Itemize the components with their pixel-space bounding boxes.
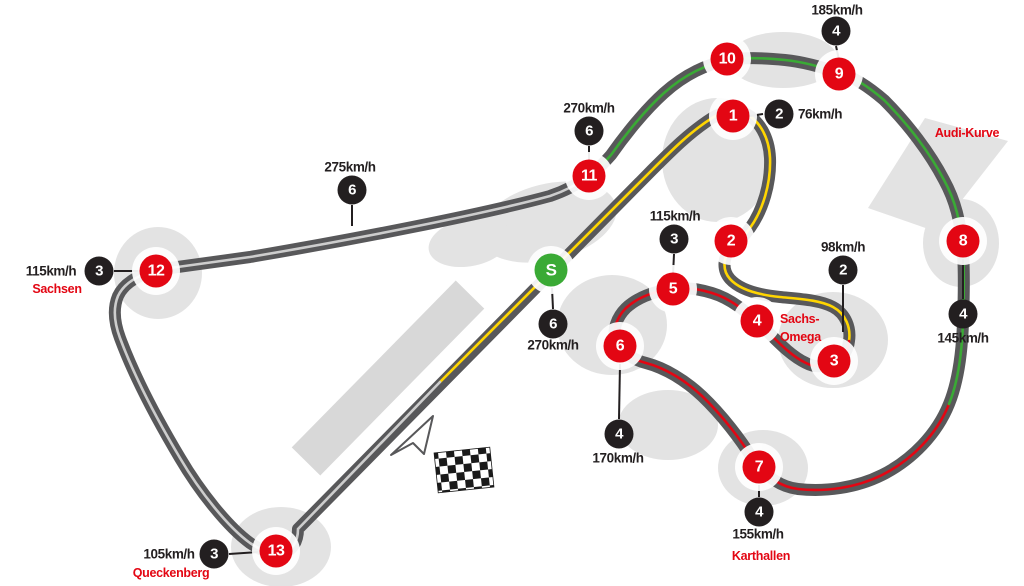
corner-marker-6: 6 (603, 329, 637, 363)
speed-label-t12: 115km/h (25, 263, 77, 279)
pit-paddock-area (291, 280, 485, 476)
speed-label-finish-straight: 270km/h (527, 337, 579, 353)
start-finish-marker: S (534, 253, 568, 287)
checkered-flag-icon (433, 446, 495, 494)
corner-marker-5: 5 (656, 272, 690, 306)
corner-marker-11: 11 (572, 159, 606, 193)
speed-label-t13: 105km/h (143, 546, 195, 562)
speed-label-t1: 76km/h (797, 106, 843, 122)
corner-name-omega-line2: Omega (780, 330, 821, 344)
speed-label-back-straight: 275km/h (324, 159, 376, 175)
gear-marker-t5: 3 (659, 224, 689, 254)
direction-arrow-icon (390, 415, 434, 456)
corner-marker-1: 1 (716, 99, 750, 133)
corner-marker-10: 10 (710, 42, 744, 76)
runoff-areas (114, 32, 1008, 586)
gear-marker-t1: 2 (764, 99, 794, 129)
corner-name-sachsen: Sachsen (32, 282, 82, 296)
speed-label-t2: 98km/h (820, 239, 866, 255)
corner-marker-3: 3 (817, 344, 851, 378)
gear-marker-t8: 4 (948, 299, 978, 329)
corner-name-karthallen: Karthallen (731, 549, 791, 563)
corner-marker-13: 13 (259, 534, 293, 568)
race-track (108, 52, 970, 560)
corner-name-omega-line1: Sachs- (780, 312, 820, 326)
gear-marker-t2: 2 (828, 255, 858, 285)
corner-marker-2: 2 (714, 224, 748, 258)
gear-marker-t9: 4 (821, 16, 851, 46)
speed-label-t9: 185km/h (811, 2, 863, 18)
gear-marker-t7: 4 (744, 497, 774, 527)
corner-marker-8: 8 (946, 224, 980, 258)
gear-marker-t13: 3 (199, 539, 229, 569)
corner-marker-12: 12 (139, 254, 173, 288)
corner-name-queckenberg: Queckenberg (132, 566, 210, 580)
gear-marker-t6: 4 (604, 419, 634, 449)
gear-marker-t11: 6 (574, 116, 604, 146)
runoff-turn6 (618, 390, 718, 460)
gear-marker-finish-straight: 6 (538, 309, 568, 339)
corner-marker-4: 4 (740, 304, 774, 338)
speed-label-t8: 145km/h (937, 330, 989, 346)
speed-label-t11: 270km/h (563, 100, 615, 116)
gear-marker-back-straight: 6 (337, 175, 367, 205)
speed-label-t5: 115km/h (649, 208, 701, 224)
speed-label-t7: 155km/h (732, 526, 784, 542)
corner-marker-9: 9 (822, 57, 856, 91)
gear-marker-t12: 3 (84, 256, 114, 286)
speed-label-t6: 170km/h (592, 450, 644, 466)
runoff-start-area (428, 216, 512, 268)
corner-name-audi-kurve: Audi-Kurve (934, 126, 1000, 140)
corner-marker-7: 7 (742, 450, 776, 484)
